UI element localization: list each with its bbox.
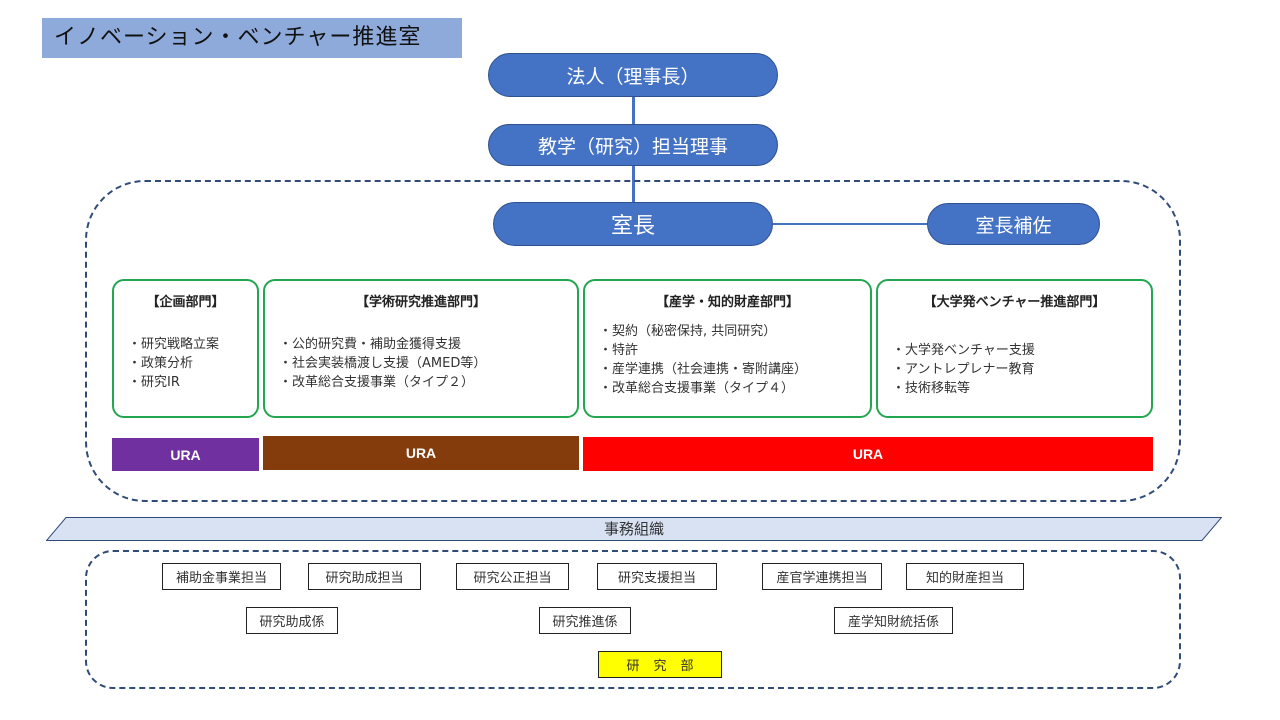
department-item: ・改革総合支援事業（タイプ２） — [279, 375, 475, 390]
department-planning[interactable]: 【企画部門】 ・研究戦略立案 ・政策分析 ・研究IR — [112, 279, 259, 418]
admin-box-subsidy[interactable]: 補助金事業担当 — [162, 563, 281, 590]
assistant-node[interactable]: 室長補佐 — [927, 203, 1100, 245]
ura-bar-planning: URA — [112, 438, 259, 471]
admin-box-research-grant[interactable]: 研究助成担当 — [308, 563, 421, 590]
department-item: ・技術移転等 — [892, 381, 971, 396]
connector-director-head — [632, 166, 635, 202]
office-band — [46, 517, 1222, 541]
department-item: ・改革総合支援事業（タイプ４） — [599, 381, 795, 396]
department-item: ・研究IR — [128, 375, 180, 390]
department-title: 【産学・知的財産部門】 — [655, 295, 799, 310]
office-label: 事務組織 — [603, 520, 664, 538]
department-item: ・産学連携（社会連携・寄附講座） — [599, 362, 808, 377]
department-venture[interactable]: 【大学発ベンチャー推進部門】 ・大学発ベンチャー支援 ・アントレプレナー教育 ・… — [876, 279, 1153, 418]
ura-bar-academic: URA — [263, 436, 579, 470]
admin-box-industry-collab[interactable]: 産官学連携担当 — [762, 563, 882, 590]
department-title: 【大学発ベンチャー推進部門】 — [923, 295, 1106, 310]
admin-box-research-support[interactable]: 研究支援担当 — [597, 563, 717, 590]
department-item: ・契約（秘密保持, 共同研究） — [599, 324, 777, 339]
connector-corp-director — [632, 97, 635, 124]
department-item: ・公的研究費・補助金獲得支援 — [279, 337, 462, 352]
department-item: ・特許 — [599, 343, 639, 358]
admin-section-research-grant[interactable]: 研究助成係 — [246, 607, 338, 634]
director-node[interactable]: 教学（研究）担当理事 — [488, 124, 778, 166]
department-industry-ip[interactable]: 【産学・知的財産部門】 ・契約（秘密保持, 共同研究） ・特許 ・産学連携（社会… — [583, 279, 872, 418]
admin-section-industry-ip[interactable]: 産学知財統括係 — [834, 607, 953, 634]
research-division[interactable]: 研究部 — [598, 651, 722, 678]
department-title: 【企画部門】 — [146, 295, 225, 310]
department-item: ・研究戦略立案 — [128, 337, 220, 352]
admin-section-research-promotion[interactable]: 研究推進係 — [539, 607, 631, 634]
department-item: ・アントレプレナー教育 — [892, 362, 1035, 377]
department-item: ・政策分析 — [128, 356, 194, 371]
department-item: ・大学発ベンチャー支援 — [892, 343, 1035, 358]
ura-bar-industry-venture: URA — [583, 437, 1153, 471]
corporation-node[interactable]: 法人（理事長） — [488, 53, 778, 97]
connector-head-assistant — [773, 223, 927, 225]
head-node[interactable]: 室長 — [493, 202, 773, 246]
admin-boundary — [85, 550, 1181, 689]
page-title: イノベーション・ベンチャー推進室 — [42, 18, 462, 58]
admin-box-research-integrity[interactable]: 研究公正担当 — [456, 563, 569, 590]
admin-box-ip[interactable]: 知的財産担当 — [906, 563, 1024, 590]
department-title: 【学術研究推進部門】 — [355, 295, 486, 310]
department-item: ・社会実装橋渡し支援（AMED等） — [279, 356, 487, 371]
office-boundary — [85, 180, 1181, 502]
department-academic-research[interactable]: 【学術研究推進部門】 ・公的研究費・補助金獲得支援 ・社会実装橋渡し支援（AME… — [263, 279, 579, 418]
